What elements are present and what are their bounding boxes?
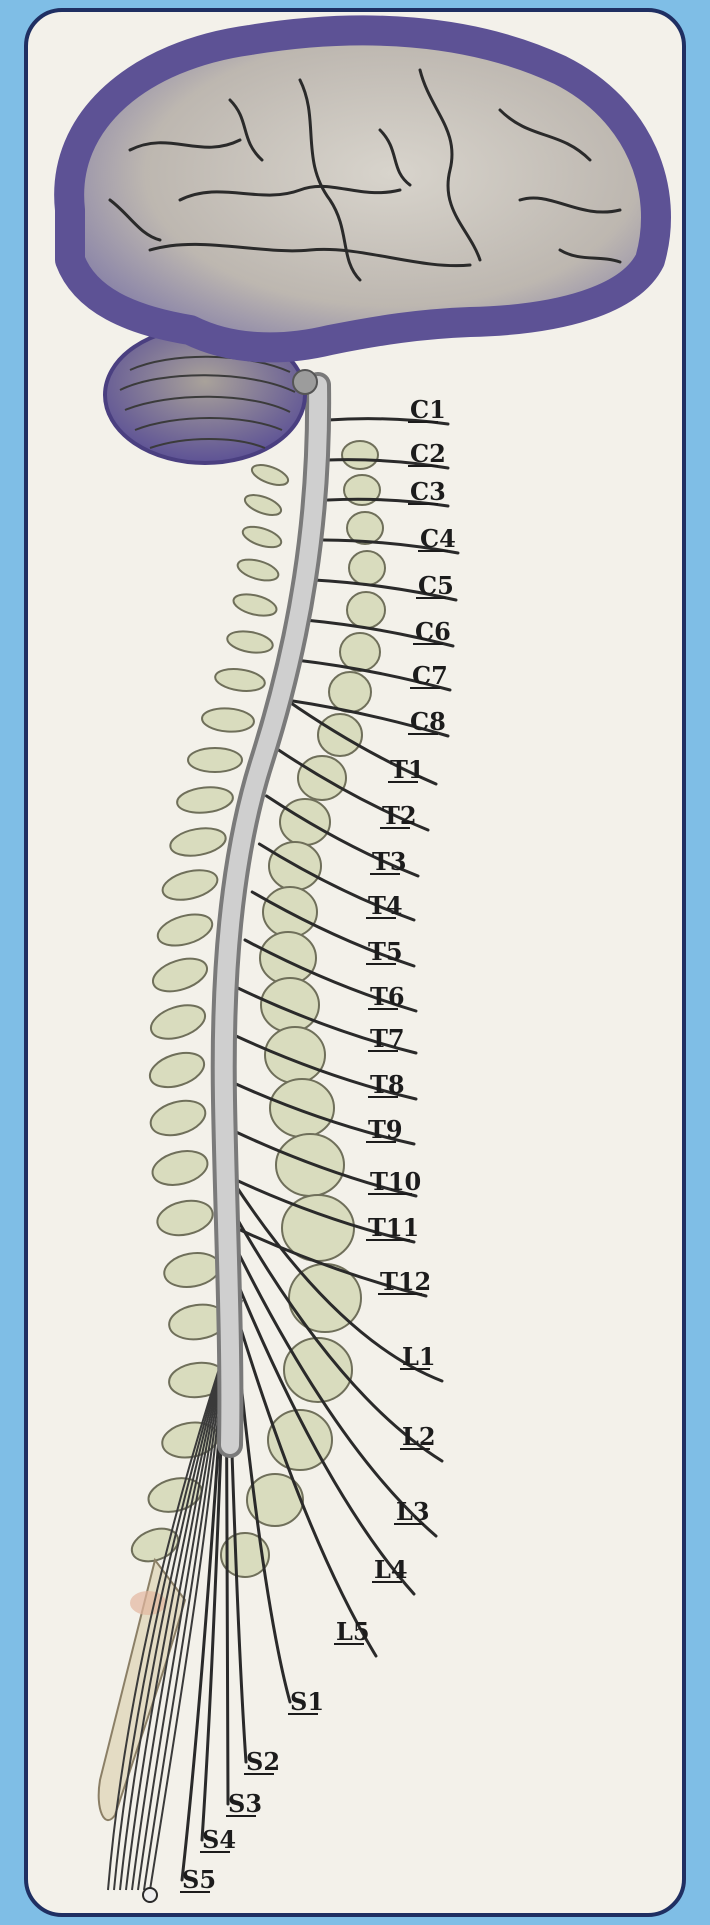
- segment-label-l4: L4: [374, 1555, 408, 1584]
- cerebrum: [69, 30, 656, 347]
- segment-label-t4: T4: [368, 891, 403, 920]
- segment-label-t1: T1: [390, 755, 425, 784]
- segment-label-c8: C8: [410, 707, 446, 736]
- vertebral-body: [347, 512, 383, 544]
- vertebral-body: [280, 799, 330, 845]
- segment-label-t3: T3: [372, 847, 407, 876]
- segment-label-l2: L2: [402, 1422, 436, 1451]
- segment-label-c1: C1: [410, 395, 446, 424]
- vertebral-body: [276, 1134, 344, 1196]
- segment-label-t5: T5: [368, 937, 403, 966]
- vertebral-body: [347, 592, 385, 628]
- vertebral-body: [261, 978, 319, 1032]
- vertebral-body: [270, 1079, 334, 1137]
- segment-label-t8: T8: [370, 1070, 405, 1099]
- segment-label-t2: T2: [382, 801, 417, 830]
- vertebral-body: [329, 672, 371, 712]
- vertebral-body: [265, 1027, 325, 1083]
- segment-label-s5: S5: [182, 1865, 216, 1894]
- segment-label-t9: T9: [368, 1115, 403, 1144]
- segment-label-t11: T11: [368, 1213, 419, 1242]
- segment-label-s4: S4: [202, 1825, 236, 1854]
- segment-label-t12: T12: [380, 1267, 431, 1296]
- segment-label-c6: C6: [415, 617, 451, 646]
- vertebral-body: [340, 633, 380, 671]
- segment-label-t7: T7: [370, 1024, 405, 1053]
- segment-label-l1: L1: [402, 1342, 436, 1371]
- vertebral-body: [349, 551, 385, 585]
- segment-label-c2: C2: [410, 439, 446, 468]
- segment-label-c4: C4: [420, 524, 456, 553]
- segment-label-l3: L3: [396, 1497, 430, 1526]
- segment-label-t10: T10: [370, 1167, 421, 1196]
- segment-label-c7: C7: [412, 661, 448, 690]
- segment-label-t6: T6: [370, 982, 405, 1011]
- segment-label-s3: S3: [228, 1789, 262, 1818]
- segment-label-c5: C5: [418, 571, 454, 600]
- brainstem-stub: [293, 370, 317, 394]
- vertebral-body: [342, 441, 378, 469]
- coccygeal-tip: [143, 1888, 157, 1902]
- vertebral-body: [260, 932, 316, 984]
- segment-label-s2: S2: [246, 1747, 280, 1776]
- segment-label-s1: S1: [290, 1687, 324, 1716]
- segment-label-c3: C3: [410, 477, 446, 506]
- vertebra-process: [188, 748, 242, 772]
- segment-label-l5: L5: [336, 1617, 370, 1646]
